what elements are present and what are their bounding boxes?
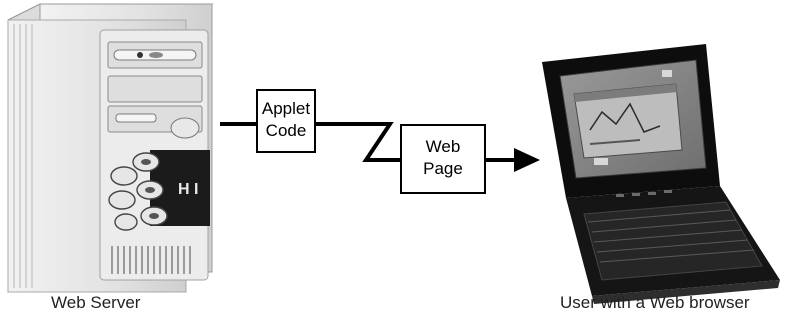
web-page-line1: Web xyxy=(425,137,461,156)
user-browser-caption: User with a Web browser xyxy=(560,293,750,312)
web-server-icon: H I xyxy=(7,3,214,293)
web-page-box: Web Page xyxy=(400,124,486,194)
applet-code-box: Applet Code xyxy=(256,89,316,153)
applet-code-line1: Applet xyxy=(261,99,311,118)
web-server-caption: Web Server xyxy=(51,293,141,312)
arrow-to-browser xyxy=(486,148,540,172)
applet-code-line2: Code xyxy=(265,121,307,140)
connector-applet-to-webpage xyxy=(316,122,400,162)
web-page-line2: Page xyxy=(423,159,463,178)
laptop-icon xyxy=(542,44,780,304)
server-panel-text: H I xyxy=(178,181,198,198)
